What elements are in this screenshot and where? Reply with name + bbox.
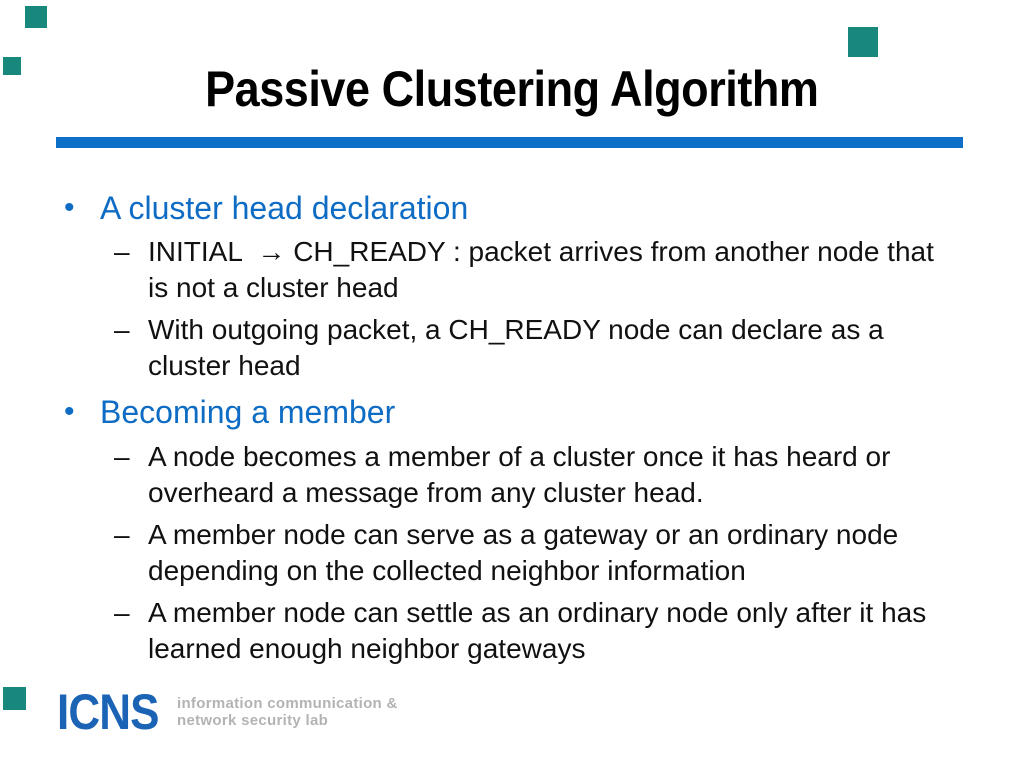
slide-title: Passive Clustering Algorithm <box>0 62 1024 116</box>
bullet-icon: • <box>64 191 75 224</box>
sub-bullet-text: A member node can serve as a gateway or … <box>148 519 906 586</box>
slide-body: • A cluster head declaration – INITIAL →… <box>60 190 965 667</box>
title-divider <box>56 137 963 148</box>
sub-bullet-gateway-ordinary: – A member node can serve as a gateway o… <box>60 517 965 589</box>
corner-marker-left <box>3 57 21 75</box>
slide-title-text: Passive Clustering Algorithm <box>205 61 819 117</box>
bullet-heading-label: Becoming a member <box>100 394 396 430</box>
logo-tagline-line1: information communication & <box>177 695 398 712</box>
sub-bullet-text: INITIAL → CH_READY : packet arrives from… <box>148 236 942 303</box>
corner-marker-top-left <box>25 6 47 28</box>
sub-bullet-text: With outgoing packet, a CH_READY node ca… <box>148 314 892 381</box>
sub-bullet-text: A node becomes a member of a cluster onc… <box>148 441 899 508</box>
dash-icon: – <box>114 314 130 345</box>
dash-icon: – <box>114 236 130 267</box>
icns-logo-text: ICNS <box>57 684 159 740</box>
dash-icon: – <box>114 597 130 628</box>
corner-marker-top-right <box>848 27 878 57</box>
bullet-heading-label: A cluster head declaration <box>100 190 469 226</box>
dash-icon: – <box>114 441 130 472</box>
sub-bullet-becomes-member: – A node becomes a member of a cluster o… <box>60 439 965 511</box>
sub-bullet-settle-ordinary: – A member node can settle as an ordinar… <box>60 595 965 667</box>
corner-marker-bottom-left <box>3 687 26 710</box>
sub-bullet-outgoing-packet: – With outgoing packet, a CH_READY node … <box>60 312 965 384</box>
bullet-icon: • <box>64 395 75 428</box>
sub-bullet-text: A member node can settle as an ordinary … <box>148 597 935 664</box>
logo-tagline-line2: network security lab <box>177 712 329 729</box>
dash-icon: – <box>114 519 130 550</box>
sub-bullet-initial-chready: – INITIAL → CH_READY : packet arrives fr… <box>60 234 965 306</box>
spacer <box>60 390 965 393</box>
bullet-heading-cluster-head: • A cluster head declaration <box>60 190 965 226</box>
bullet-heading-becoming-member: • Becoming a member <box>60 394 965 430</box>
icns-logo: ICNS information communication & network… <box>57 684 397 740</box>
logo-tagline: information communication & network secu… <box>177 695 437 729</box>
